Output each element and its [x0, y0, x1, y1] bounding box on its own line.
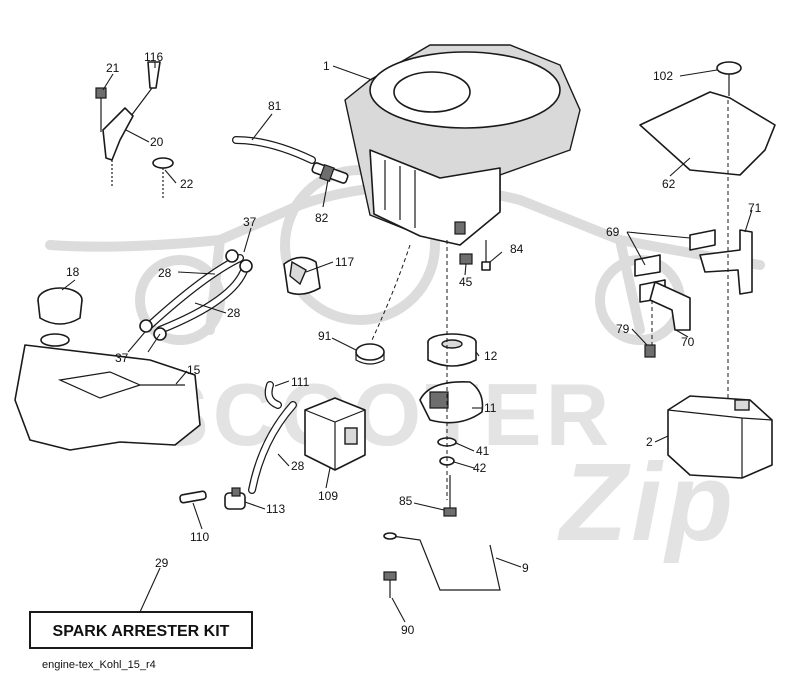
callout-11: 11 [484, 401, 497, 415]
callout-12: 12 [484, 349, 498, 363]
callout-84: 84 [510, 242, 524, 256]
callout-1: 1 [323, 59, 330, 73]
callout-110: 110 [190, 530, 209, 544]
callout-20: 20 [150, 135, 164, 149]
exhaust-pipe-71 [699, 229, 753, 295]
callout-85: 85 [399, 494, 413, 508]
fuel-tank-15 [14, 333, 201, 451]
spark-arrester-kit-box: SPARK ARRESTER KIT [29, 611, 253, 649]
callout-70: 70 [681, 335, 695, 349]
callout-82: 82 [315, 211, 329, 225]
callout-113: 113 [266, 502, 285, 516]
watermark-text: SCOOTER [150, 365, 613, 464]
throttle-control [95, 61, 161, 188]
hose-clamps-37 [139, 249, 253, 341]
callout-9: 9 [522, 561, 529, 575]
pulley-12 [427, 333, 477, 367]
callout-91: 91 [318, 329, 332, 343]
exhaust-pipe-70 [649, 281, 691, 331]
spark-arrester-kit-label: SPARK ARRESTER KIT [53, 623, 230, 640]
callout-90: 90 [401, 623, 415, 637]
callout-111: 111 [291, 375, 310, 389]
muffler-2 [667, 395, 773, 479]
callout-37-lower: 37 [115, 351, 129, 365]
callout-18: 18 [66, 265, 80, 279]
callout-62: 62 [662, 177, 676, 191]
callout-42: 42 [473, 461, 487, 475]
callout-41: 41 [476, 444, 490, 458]
bolt-90 [383, 571, 397, 598]
connector-110 [179, 490, 207, 504]
callout-109: 109 [318, 489, 338, 503]
callout-81: 81 [268, 99, 282, 113]
callout-28-lower: 28 [227, 306, 241, 320]
callout-15: 15 [187, 363, 201, 377]
callout-28-solenoid: 28 [291, 459, 305, 473]
callout-leaders [61, 62, 753, 623]
fuel-pump-117 [283, 256, 321, 296]
fuel-lines-28 [146, 254, 297, 494]
nut-45 [459, 253, 473, 265]
screw-84 [481, 240, 491, 271]
bushing-91 [355, 343, 385, 365]
rod-9 [383, 532, 501, 591]
fuel-cap-18 [37, 287, 83, 325]
callout-2: 2 [646, 435, 653, 449]
callout-labels: 1 2 9 11 12 15 18 20 21 22 28 28 28 29 3… [66, 50, 762, 637]
callout-116: 116 [144, 50, 163, 64]
callout-29: 29 [155, 556, 169, 570]
fitting-113 [224, 487, 246, 510]
callout-102: 102 [653, 69, 673, 83]
engine [344, 44, 581, 246]
solenoid-109 [304, 397, 366, 471]
callout-79: 79 [616, 322, 630, 336]
bolt-85 [443, 475, 457, 517]
callout-45: 45 [459, 275, 473, 289]
fuel-filter-82 [311, 162, 349, 184]
scooter-watermark: SCOOTER Zip [45, 165, 765, 564]
bolt-79 [644, 344, 656, 358]
clutch-11 [419, 381, 484, 424]
assembly-lines [371, 100, 729, 500]
callout-21: 21 [106, 61, 120, 75]
hose-111 [264, 381, 282, 409]
fuel-hose-81 [232, 136, 316, 164]
callout-37-upper: 37 [243, 215, 257, 229]
callout-117: 117 [335, 255, 354, 269]
plug-22 [152, 157, 174, 200]
callout-71: 71 [748, 201, 762, 215]
callout-22: 22 [180, 177, 194, 191]
heat-shield-62 [639, 91, 776, 176]
diagram-caption: engine-tex_Kohl_15_r4 [42, 659, 156, 671]
callout-28-upper: 28 [158, 266, 172, 280]
callout-69: 69 [606, 225, 620, 239]
knob-102 [716, 61, 742, 96]
